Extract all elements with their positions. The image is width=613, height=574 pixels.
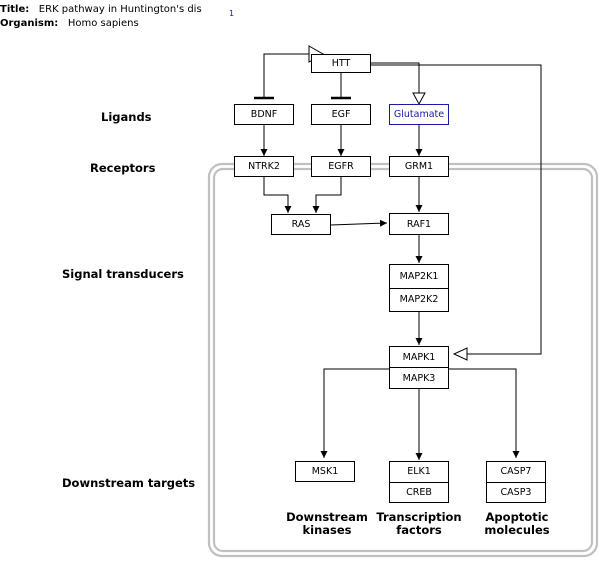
- node-egf[interactable]: EGF: [311, 104, 371, 125]
- htt-bdnf-inhibition: [263, 53, 311, 97]
- node-casp7[interactable]: CASP7: [500, 466, 532, 478]
- title-row: Title: ERK pathway in Huntington's dis: [0, 4, 202, 15]
- node-creb[interactable]: CREB: [390, 481, 448, 503]
- organism-row: Organism: Homo sapiens: [0, 18, 139, 29]
- category-apoptotic: Apoptotic molecules: [484, 510, 550, 537]
- node-grm1[interactable]: GRM1: [389, 156, 449, 177]
- htt-glutamate-edge: [371, 62, 420, 94]
- node-casp-group[interactable]: CASP7 CASP3: [486, 461, 546, 503]
- egfr-ras-edge: [312, 177, 342, 213]
- node-mapk-group[interactable]: MAPK1 MAPK3: [389, 346, 449, 389]
- section-ligands: Ligands: [101, 110, 152, 124]
- node-raf1[interactable]: RAF1: [389, 213, 449, 235]
- node-casp3[interactable]: CASP3: [487, 481, 545, 503]
- page-number: 1: [229, 9, 235, 18]
- node-htt[interactable]: HTT: [311, 54, 371, 73]
- htt-mapk1-edge: [371, 64, 542, 355]
- node-tf-group[interactable]: ELK1 CREB: [389, 461, 449, 503]
- node-map2k2[interactable]: MAP2K2: [390, 287, 448, 312]
- section-receptors: Receptors: [90, 161, 156, 175]
- node-ntrk2[interactable]: NTRK2: [234, 156, 294, 177]
- section-signal-transducers: Signal transducers: [62, 267, 184, 281]
- node-ras[interactable]: RAS: [271, 214, 331, 235]
- section-downstream-targets: Downstream targets: [62, 476, 196, 490]
- node-msk1[interactable]: MSK1: [295, 461, 355, 482]
- node-egfr[interactable]: EGFR: [311, 156, 371, 177]
- node-glutamate[interactable]: Glutamate: [389, 104, 449, 125]
- node-bdnf[interactable]: BDNF: [234, 104, 294, 125]
- title-label: Title:: [0, 4, 30, 15]
- node-map2k-group[interactable]: MAP2K1 MAP2K2: [389, 264, 449, 312]
- mapk-msk1-edge: [320, 368, 389, 458]
- node-mapk1[interactable]: MAPK1: [402, 351, 436, 363]
- category-kinases: Downstream kinases: [286, 510, 368, 537]
- ntrk2-ras-edge: [263, 177, 292, 213]
- pathway-title: ERK pathway in Huntington's dis: [38, 4, 202, 15]
- ras-raf1-edge: [330, 219, 388, 227]
- organism-label: Organism:: [0, 18, 59, 29]
- node-map2k1[interactable]: MAP2K1: [399, 270, 439, 282]
- mapk-casp7-edge: [449, 368, 520, 458]
- organism-value: Homo sapiens: [67, 18, 139, 29]
- category-transcription: Transcription factors: [376, 510, 462, 537]
- node-elk1[interactable]: ELK1: [407, 466, 431, 478]
- node-mapk3[interactable]: MAPK3: [390, 367, 448, 388]
